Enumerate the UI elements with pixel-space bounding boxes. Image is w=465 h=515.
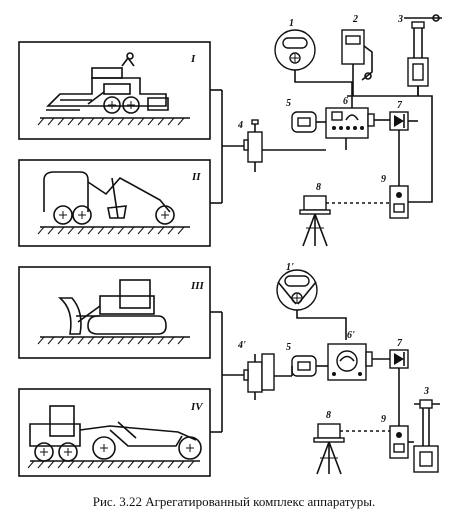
machine-label-3: III xyxy=(190,280,205,292)
device-5: 5 xyxy=(286,98,326,133)
label-1: 1 xyxy=(289,18,294,29)
label-9: 9 xyxy=(381,174,386,185)
device-7-bottom: 7 xyxy=(389,338,409,426)
device-2: 2 xyxy=(341,14,373,96)
label-6: 6 xyxy=(343,96,348,107)
device-8-bottom: 8 xyxy=(313,410,390,475)
device-1: 1 xyxy=(274,18,353,96)
device-9-bottom: 9 xyxy=(381,414,414,459)
label-6-prime: 6' xyxy=(347,330,355,341)
device-1-prime: 1' xyxy=(276,262,347,340)
machine-label-2: II xyxy=(191,171,201,183)
label-8: 8 xyxy=(316,182,321,193)
machine-panel-1: I xyxy=(18,41,211,140)
label-4: 4 xyxy=(237,120,243,131)
machine-panel-2: II xyxy=(18,159,211,247)
label-5-bottom: 5 xyxy=(286,342,291,353)
figure-caption: Рис. 3.22 Агрегатированный комплекс аппа… xyxy=(93,494,376,509)
sensor-4-prime: 4' xyxy=(237,340,292,400)
machine-label-1: I xyxy=(190,53,196,65)
machine-label-4: IV xyxy=(190,401,204,413)
label-8-bottom: 8 xyxy=(326,410,331,421)
label-4-prime: 4' xyxy=(237,340,246,351)
device-3: 3 xyxy=(397,14,442,96)
device-8: 8 xyxy=(299,182,390,247)
label-7: 7 xyxy=(397,100,403,111)
device-9: 9 xyxy=(381,95,433,219)
label-5: 5 xyxy=(286,98,291,109)
label-3-bottom: 3 xyxy=(423,386,429,397)
machine-panel-4: IV xyxy=(18,388,211,477)
sensor-4: 4 xyxy=(237,119,326,172)
machine-bus-lines xyxy=(210,89,244,433)
label-1-prime: 1' xyxy=(286,262,294,273)
device-3-bottom: 3 xyxy=(413,386,440,473)
label-3: 3 xyxy=(397,14,403,25)
label-9-bottom: 9 xyxy=(381,414,386,425)
label-7-bottom: 7 xyxy=(397,338,403,349)
machine-panel-3: III xyxy=(18,266,211,359)
label-2: 2 xyxy=(352,14,358,25)
device-5-bottom: 5 xyxy=(286,342,328,377)
device-6: 6 xyxy=(325,95,418,150)
device-6-prime: 6' xyxy=(327,330,390,381)
device-7: 7 xyxy=(389,100,418,186)
